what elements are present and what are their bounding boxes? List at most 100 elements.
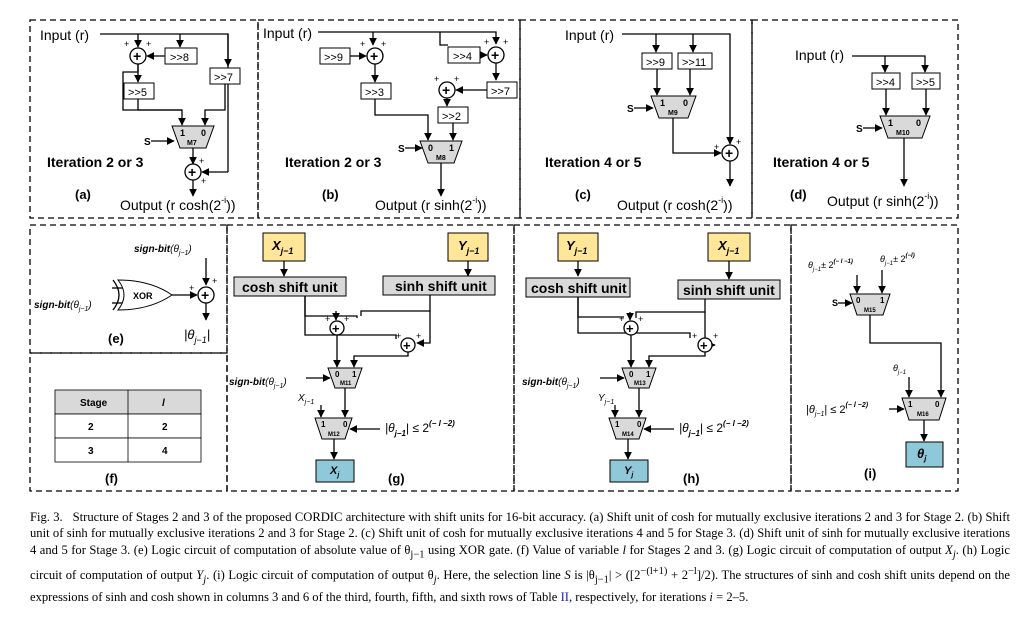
svg-text:>>4: >>4 <box>876 77 895 89</box>
panel-e-label: (e) <box>108 331 124 346</box>
panel-b-iteration: Iteration 2 or 3 <box>285 154 382 170</box>
figure-caption: Fig. 3. Structure of Stages 2 and 3 of t… <box>30 510 1010 604</box>
panel-d-output: Output (r sinh(2-i)) <box>827 191 939 209</box>
svg-text:0: 0 <box>428 143 433 153</box>
panel-d-mux-m10 <box>879 115 931 139</box>
panel-h-cond: |θj−1| ≤ 2(− l −2) <box>679 419 749 438</box>
panel-g-mux-m11 <box>327 367 363 389</box>
svg-text:1: 1 <box>615 420 620 429</box>
panel-b-input: Input (r) <box>263 25 312 41</box>
svg-text:Xj−1: Xj−1 <box>717 238 739 256</box>
panel-g-cond: |θj−1| ≤ 2(− l −2) <box>385 419 455 438</box>
panel-a: Input (r) + + + >>8 >>5 >>7 1 0 M7 S + +… <box>40 27 241 213</box>
svg-text:+: + <box>638 314 643 324</box>
svg-text:1: 1 <box>880 296 885 305</box>
panel-g-cosh-unit <box>233 276 347 297</box>
svg-text:sinh shift unit: sinh shift unit <box>395 278 487 294</box>
svg-text:>>8: >>8 <box>170 52 189 64</box>
svg-text:+: + <box>212 276 217 286</box>
panel-b: Input (r) >>9 + + + >>3 >>4 + + + >>7 + … <box>263 25 518 213</box>
panel-e-sign-left: sign-bit(θj−1) <box>34 300 92 313</box>
svg-text:S: S <box>832 298 838 308</box>
svg-text:+: + <box>146 39 151 49</box>
svg-text:0: 0 <box>343 420 348 429</box>
svg-text:S: S <box>627 104 634 115</box>
svg-text:0: 0 <box>683 98 688 108</box>
svg-text:+: + <box>325 314 330 324</box>
svg-text:0: 0 <box>335 370 340 379</box>
panel-b-shift3 <box>360 82 392 100</box>
panel-i-in-left: θj−1± 2(− l −1) <box>808 259 853 273</box>
panel-h-label: (h) <box>683 471 700 486</box>
svg-text:Yj: Yj <box>624 465 634 479</box>
panel-i-in-right: θj−1± 2(−l) <box>880 253 915 267</box>
panel-e-sign-top: sign-bit(θj−1) <box>134 244 192 257</box>
panel-g-input-x <box>262 232 306 262</box>
panel-c-iteration: Iteration 4 or 5 <box>545 154 642 170</box>
svg-text:M11: M11 <box>340 381 352 387</box>
svg-text:M9: M9 <box>668 110 678 117</box>
panel-d-iteration: Iteration 4 or 5 <box>773 154 870 170</box>
svg-text:+: + <box>700 338 708 353</box>
panel-d: Input (r) >>4 >>5 1 0 M10 S Iteration 4 … <box>773 47 941 209</box>
svg-text:Yj−1: Yj−1 <box>566 238 587 256</box>
panel-c-shift11 <box>677 52 713 70</box>
svg-text:S: S <box>856 124 863 135</box>
svg-text:+: + <box>201 176 206 186</box>
panel-h-input-x <box>707 232 751 262</box>
svg-text:>>3: >>3 <box>365 87 384 99</box>
svg-text:+: + <box>454 74 459 84</box>
panel-g-mux-m12 <box>314 417 353 440</box>
svg-text:>>5: >>5 <box>128 87 147 99</box>
svg-text:+: + <box>332 321 340 336</box>
panel-d-input: Input (r) <box>795 47 844 63</box>
table-cell: 3 <box>88 446 94 457</box>
panel-frames <box>29 19 959 492</box>
panel-h-output-yj <box>609 459 649 483</box>
svg-text:>>9: >>9 <box>646 57 665 69</box>
svg-text:+: + <box>442 82 450 98</box>
svg-text:+: + <box>503 37 508 47</box>
svg-text:+: + <box>344 314 349 324</box>
svg-text:0: 0 <box>637 420 642 429</box>
svg-text:+: + <box>491 47 499 63</box>
panel-h-mux-m13 <box>621 367 657 389</box>
svg-text:S: S <box>144 137 151 148</box>
svg-text:0: 0 <box>201 128 206 138</box>
svg-text:0: 0 <box>935 400 940 409</box>
panel-a-mux-m7 <box>171 125 215 149</box>
svg-text:0: 0 <box>916 118 921 128</box>
table-cell: 2 <box>88 422 94 433</box>
svg-text:+: + <box>124 39 129 49</box>
svg-text:XOR: XOR <box>133 291 153 301</box>
svg-text:+: + <box>692 331 697 341</box>
svg-text:+: + <box>360 39 365 49</box>
panel-f-label: (f) <box>105 471 118 486</box>
panel-b-output: Output (r sinh(2-i)) <box>375 195 487 213</box>
panel-e: sign-bit(θj−1) sign-bit(θj−1) XOR + + + … <box>34 244 217 346</box>
panel-e-xor-gate <box>116 279 173 311</box>
svg-text:+: + <box>736 137 741 147</box>
panel-a-input: Input (r) <box>40 27 89 43</box>
panel-g-sign: sign-bit(θj−1) <box>229 377 287 390</box>
svg-text:cosh shift unit: cosh shift unit <box>242 279 338 295</box>
panel-i-label: (i) <box>864 466 876 481</box>
panel-h-sinh-unit <box>677 279 781 300</box>
svg-text:1: 1 <box>321 420 326 429</box>
panel-i-output-theta <box>905 441 944 468</box>
panel-i-cond: |θj−1| ≤ 2(− l −2) <box>806 402 869 418</box>
panel-c-label: (c) <box>575 187 591 202</box>
svg-text:>>11: >>11 <box>682 57 706 69</box>
svg-text:+: + <box>714 142 719 152</box>
panel-i-mux-m16 <box>901 397 947 421</box>
panel-d-label: (d) <box>790 187 807 202</box>
svg-text:M16: M16 <box>917 412 929 418</box>
svg-text:>>7: >>7 <box>214 72 233 84</box>
svg-text:+: + <box>201 287 209 303</box>
panel-g-sinh-unit <box>382 275 496 296</box>
svg-text:Xj: Xj <box>329 465 340 479</box>
svg-text:M14: M14 <box>622 432 634 438</box>
table-ref-link[interactable]: II <box>560 589 569 604</box>
panel-h-sign: sign-bit(θj−1) <box>522 377 580 390</box>
panel-c-output: Output (r cosh(2-i)) <box>617 195 732 213</box>
